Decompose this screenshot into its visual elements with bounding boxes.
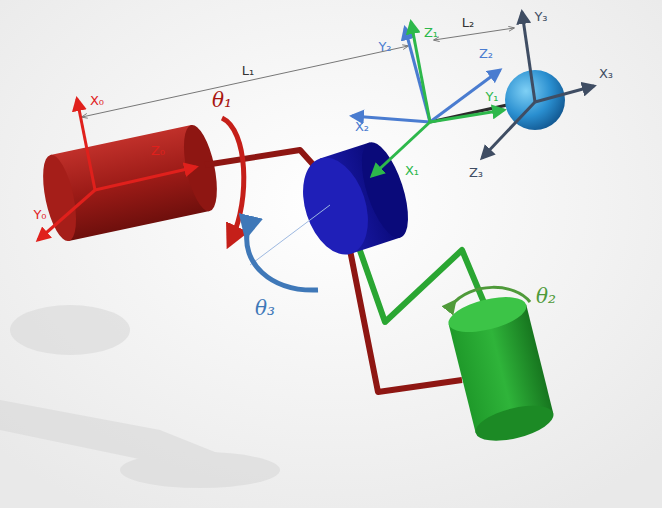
- axis-label: Z₃: [469, 166, 483, 179]
- axis-label: X₁: [405, 164, 419, 177]
- axis-label: Y₀: [33, 208, 46, 221]
- axis-label: Z₁: [424, 26, 438, 39]
- rotation-arrow: [452, 287, 530, 305]
- axis-label: Y₂: [378, 40, 391, 53]
- axis-line: [250, 205, 330, 265]
- dimension-line: [82, 46, 408, 117]
- red-link: [205, 150, 318, 170]
- axis-label: X₂: [355, 120, 369, 133]
- axis-label: X₃: [599, 67, 613, 80]
- dimension-line: [434, 28, 514, 40]
- dimension-label: L₁: [242, 64, 254, 77]
- joint-angle: θ₂: [536, 286, 556, 306]
- frame-axes: [482, 12, 594, 158]
- axis-label: Z₀: [151, 144, 165, 157]
- joint-angle: θ₃: [255, 298, 275, 318]
- red-cylinder: [37, 122, 224, 244]
- joint-angle: θ₁: [212, 90, 232, 110]
- dimension-label: L₂: [462, 16, 474, 29]
- rotation-arrow: [247, 228, 318, 290]
- axis-label: X₀: [90, 94, 104, 107]
- blue-cylinder: [292, 137, 418, 263]
- axis-label: Y₁: [485, 90, 498, 103]
- green-cylinder: [445, 290, 557, 447]
- axis-label: Z₂: [479, 47, 493, 60]
- rotation-arrow: [222, 118, 244, 238]
- axis-label: Y₃: [534, 10, 547, 23]
- frame-axes: [38, 99, 196, 240]
- frame-axes: [372, 22, 504, 176]
- shadow: [0, 305, 280, 488]
